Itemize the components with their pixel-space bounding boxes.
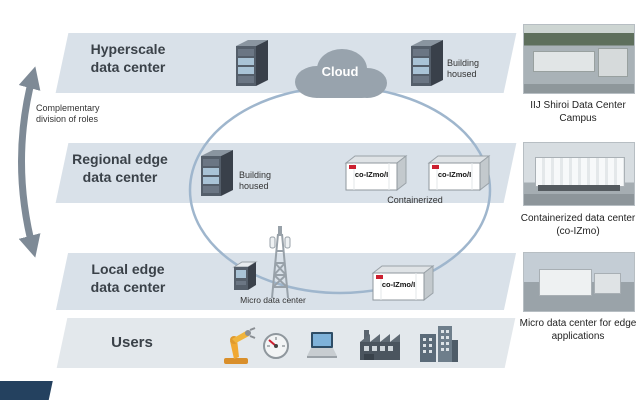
antenna-tower-icon (258, 224, 302, 305)
photo-caption: IIJ Shiroi Data Center Campus (530, 100, 626, 124)
corner-decoration (0, 381, 53, 400)
complementary-roles-arrow (18, 66, 41, 258)
complementary-note: Complementary division of roles (36, 103, 126, 126)
band-label-line: Hyperscale (90, 41, 166, 57)
co-izmo-label: co-IZmo/I (354, 170, 389, 179)
co-izmo-label: co-IZmo/I (381, 280, 416, 289)
photo-detail (539, 269, 592, 296)
container-dc-icon: co-IZmo/I (427, 154, 491, 192)
band-label-line: data center (82, 168, 158, 185)
robot-arm-icon (220, 326, 256, 371)
note-line: Complementary (36, 103, 100, 113)
building-housed-label: Building housed (447, 58, 480, 80)
photo-detail (597, 48, 629, 78)
cloud-icon: Cloud (285, 42, 395, 104)
band-label-line: Local edge (91, 261, 165, 277)
micro-dc-label: Micro data center (240, 295, 306, 305)
photo-detail (535, 156, 625, 188)
server-tower-icon (408, 36, 446, 95)
band-label-hyperscale: Hyperscale data center (66, 41, 190, 76)
factory-icon (358, 328, 402, 367)
photo-detail (538, 185, 620, 192)
band-label-line: data center (90, 58, 166, 75)
photo-containerized-dc (523, 142, 635, 206)
containerized-label: Containerized (387, 195, 443, 205)
photo-caption: Micro data center for edge applications (519, 318, 637, 342)
photo-micro-dc (523, 252, 635, 312)
band-label-regional: Regional edge data center (58, 151, 182, 186)
laptop-icon (303, 330, 339, 365)
photo-caption: Containerized data center (co-IZmo) (520, 213, 636, 237)
band-label-users: Users (70, 334, 194, 353)
band-label-line: data center (90, 278, 166, 295)
band-label-line: Users (111, 334, 153, 351)
note-line: division of roles (36, 114, 99, 125)
photo-detail (524, 84, 634, 93)
photo-iij-shiroi-campus (523, 24, 635, 94)
gauge-icon (262, 332, 290, 365)
co-izmo-label: co-IZmo/I (437, 170, 472, 179)
buildings-icon (416, 324, 460, 369)
cloud-label: Cloud (321, 64, 359, 79)
band-label-local: Local edge data center (66, 261, 190, 296)
band-label-line: Regional edge (72, 151, 168, 167)
container-dc-icon: co-IZmo/I (371, 264, 435, 302)
photo-detail (532, 50, 596, 72)
container-dc-icon: co-IZmo/I (344, 154, 408, 192)
building-housed-label: Building housed (239, 170, 272, 192)
server-tower-icon (198, 146, 236, 205)
photo-detail (594, 272, 621, 295)
micro-dc-icon (232, 260, 258, 297)
server-tower-icon (233, 36, 271, 95)
